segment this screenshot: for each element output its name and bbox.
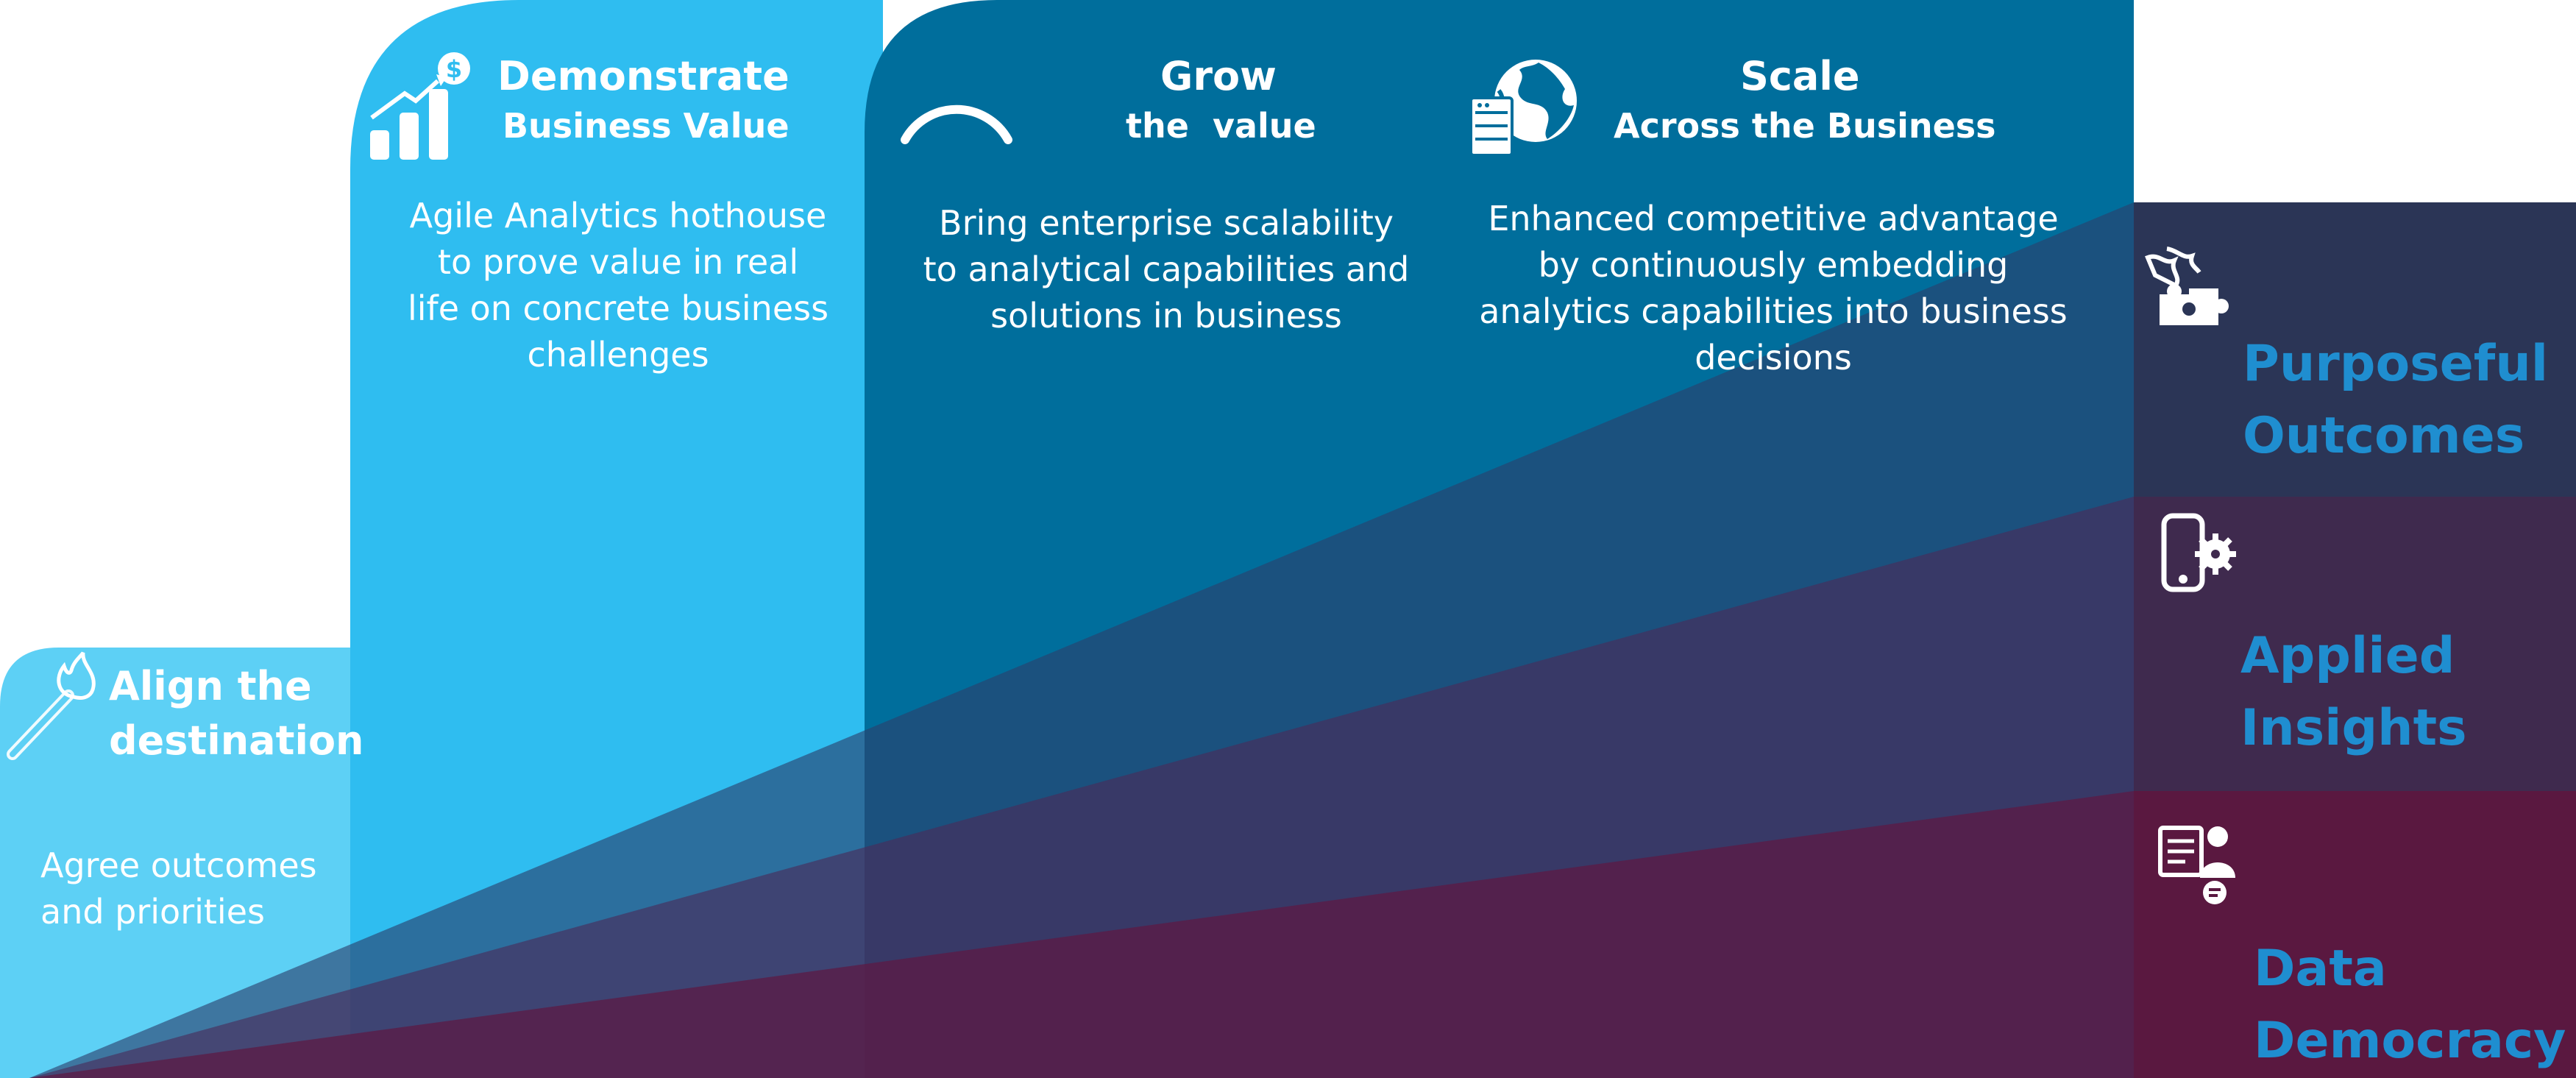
outcome-label-democracy: Data Democracy [2254, 940, 2566, 1070]
stage-subtitle-scale: Across the Business [1614, 106, 1996, 146]
outcome-band-democracy [2134, 791, 2576, 1078]
phone-gear-icon [2161, 513, 2236, 592]
svg-text:$: $ [446, 55, 462, 83]
globe-server-icon [1469, 60, 1577, 157]
stage-description-align: Agree outcomes and priorities [40, 845, 317, 932]
stage-title-demonstrate: Demonstrate [497, 53, 790, 99]
stage-title-align: Align the [109, 663, 312, 709]
stage-block-align [0, 648, 353, 1078]
stage-title-scale: Scale [1740, 53, 1860, 99]
stage-subtitle-grow: the value [1126, 106, 1316, 146]
stage-description-demonstrate: Agile Analytics hothouse to prove value … [407, 196, 829, 375]
wedge-data-democracy [29, 791, 2134, 1078]
progress-arc-icon [901, 104, 1012, 144]
puzzle-pieces-icon [2145, 247, 2229, 325]
matchstick-icon [7, 651, 96, 760]
outcome-label-applied: Applied Insights [2240, 627, 2467, 757]
outcome-label-purposeful: Purposeful Outcomes [2243, 335, 2549, 465]
growth-chart-dollar-icon: $ [370, 52, 470, 160]
stage-title-align-line2: destination [109, 717, 364, 764]
stage-description-scale: Enhanced competitive advantage by contin… [1479, 199, 2068, 377]
stage-title-grow: Grow [1160, 53, 1277, 99]
person-document-icon [2158, 826, 2235, 904]
stage-description-grow: Bring enterprise scalability to analytic… [923, 203, 1410, 336]
stage-subtitle-demonstrate: Business Value [503, 106, 790, 146]
outcome-band-purposeful [2134, 202, 2576, 497]
